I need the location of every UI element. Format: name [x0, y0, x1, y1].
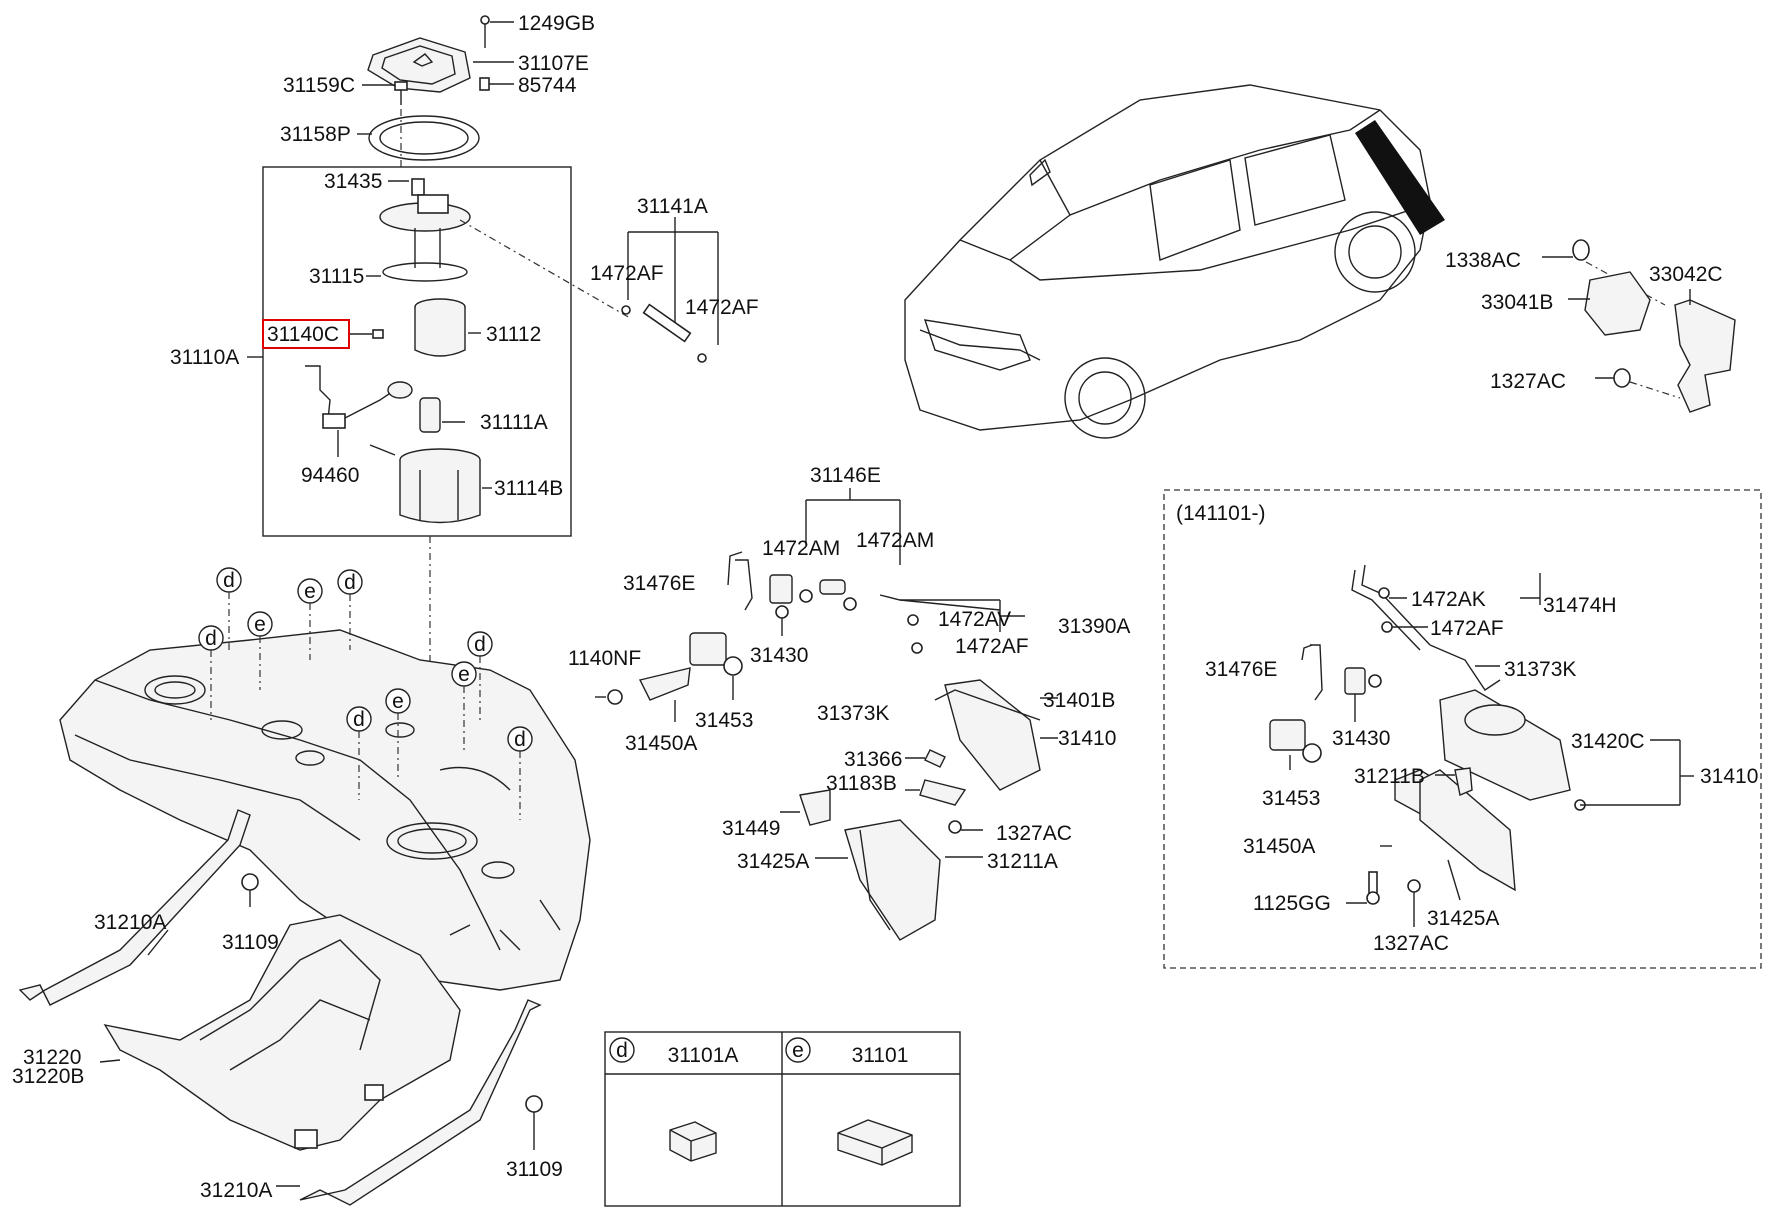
label-31210A: 31210A	[94, 911, 166, 934]
legend-code-d: 31101A	[668, 1044, 739, 1067]
label-31420C: 31420C	[1571, 730, 1645, 753]
label-1125GG: 1125GG	[1253, 892, 1331, 915]
label-31211B: 31211B	[1354, 765, 1425, 788]
label-31410: 31410	[1058, 727, 1116, 750]
marker-d: d	[344, 571, 356, 594]
label-31425A: 31425A	[737, 850, 809, 873]
pump-cover-assembly	[357, 15, 514, 170]
label-1140NF: 1140NF	[568, 647, 641, 670]
marker-e: e	[254, 613, 266, 636]
label-31476E: 31476E	[623, 572, 695, 595]
fuel-tank	[59, 629, 591, 991]
label-31140C: 31140C	[267, 323, 339, 346]
label-31158P: 31158P	[280, 123, 351, 146]
marker-d: d	[474, 633, 486, 656]
marker-e: e	[458, 663, 470, 686]
label-31220B: 31220B	[12, 1065, 84, 1088]
label-31373K: 31373K	[817, 702, 889, 725]
label-31114B: 31114B	[494, 477, 563, 500]
car-illustration	[904, 84, 1445, 439]
marker-e: e	[304, 580, 316, 603]
straps-and-protector	[18, 809, 543, 1206]
label-31111A: 31111A	[480, 411, 548, 434]
label-31435: 31435	[324, 170, 382, 193]
label-31220: 31220	[23, 1046, 81, 1069]
label-94460: 94460	[301, 464, 359, 487]
marker-d: d	[205, 627, 217, 650]
label-31449: 31449	[722, 817, 780, 840]
label-31107E: 31107E	[518, 52, 589, 75]
label-1472AV: 1472AV	[938, 608, 1011, 631]
label-31115: 31115	[309, 265, 364, 288]
label-1472AF: 1472AF	[955, 635, 1029, 658]
marker-d: d	[514, 728, 526, 751]
fuel-door-actuator	[1542, 239, 1736, 413]
label-1472AF: 1472AF	[1430, 617, 1504, 640]
marker-e: e	[392, 690, 404, 713]
legend-marker-e: e	[792, 1039, 804, 1062]
label-31453: 31453	[695, 709, 753, 732]
label-85744: 85744	[518, 74, 577, 97]
label-1338AC: 1338AC	[1445, 249, 1521, 272]
label-31373K: 31373K	[1504, 658, 1576, 681]
label-1472AM: 1472AM	[856, 529, 934, 552]
label-31474H: 31474H	[1543, 594, 1617, 617]
label-31211A: 31211A	[987, 850, 1058, 873]
canister-assembly	[595, 488, 1058, 941]
label-variant-period: (141101-)	[1176, 502, 1266, 525]
label-31401B: 31401B	[1043, 689, 1115, 712]
label-31430: 31430	[750, 644, 808, 667]
label-33042C: 33042C	[1649, 263, 1723, 286]
label-1327AC: 1327AC	[996, 822, 1072, 845]
label-1472AK: 1472AK	[1411, 588, 1486, 611]
fuel-line-31141A	[621, 217, 719, 363]
label-1472AF: 1472AF	[590, 262, 664, 285]
label-1472AF: 1472AF	[685, 296, 759, 319]
variant-141101-box	[1163, 489, 1762, 969]
label-31425A: 31425A	[1427, 907, 1499, 930]
fuel-pump-assembly-box	[247, 166, 631, 830]
label-31450A: 31450A	[625, 732, 697, 755]
label-31109: 31109	[506, 1158, 563, 1181]
marker-d: d	[223, 569, 235, 592]
label-1472AM: 1472AM	[762, 537, 840, 560]
label-31159C: 31159C	[283, 74, 355, 97]
label-31366: 31366	[844, 748, 902, 771]
label-1327AC: 1327AC	[1373, 932, 1449, 955]
label-33041B: 33041B	[1481, 291, 1553, 314]
label-31390A: 31390A	[1058, 615, 1130, 638]
label-31476E: 31476E	[1205, 658, 1277, 681]
highlight-box	[262, 319, 350, 349]
label-31110A: 31110A	[170, 346, 239, 369]
label-31410: 31410	[1700, 765, 1758, 788]
label-31183B: 31183B	[826, 772, 897, 795]
label-31146E: 31146E	[810, 464, 881, 487]
tank-markers: d d e e d d e e d d	[198, 567, 533, 820]
legend-marker-d: d	[616, 1039, 628, 1062]
legend-table: d e 31101A 31101	[604, 1031, 961, 1207]
label-1249GB: 1249GB	[518, 12, 595, 35]
label-31450A: 31450A	[1243, 835, 1315, 858]
label-1327AC: 1327AC	[1490, 370, 1566, 393]
label-31453: 31453	[1262, 787, 1320, 810]
label-31430: 31430	[1332, 727, 1390, 750]
label-31112: 31112	[486, 323, 541, 346]
label-31141A: 31141A	[637, 195, 708, 218]
legend-code-e: 31101	[852, 1044, 909, 1067]
part-labels: 1249GB 31107E 85744 31159C 31158P 31435 …	[12, 12, 1758, 1202]
label-31210A: 31210A	[200, 1179, 272, 1202]
label-31109: 31109	[222, 931, 279, 954]
marker-d: d	[353, 708, 365, 731]
